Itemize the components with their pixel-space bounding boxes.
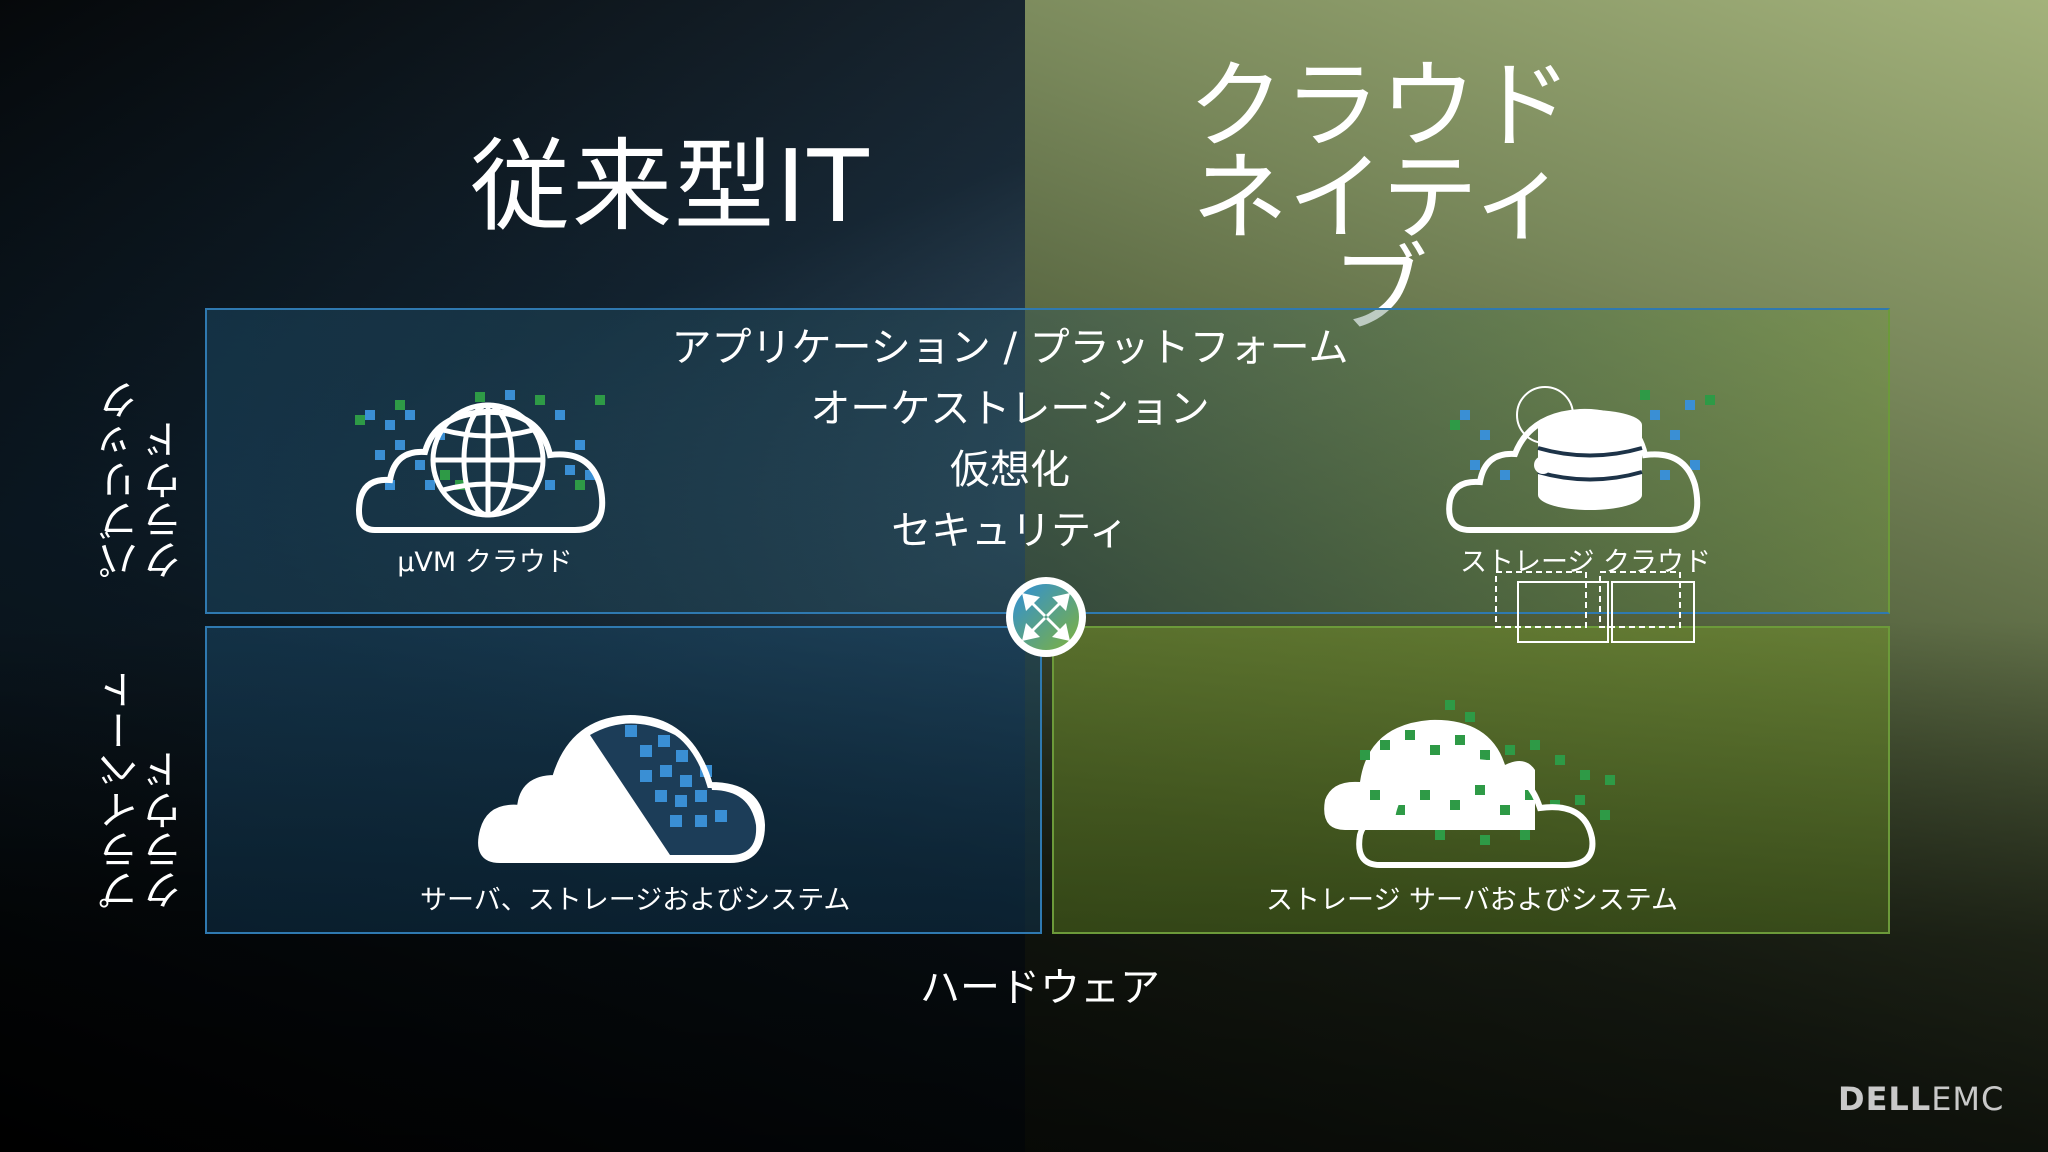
dell-emc-logo: DELLEMC (1838, 1080, 2004, 1118)
tile-label-uvm-cloud: µVM クラウド (397, 547, 573, 578)
stack-item-security: セキュリティ (891, 508, 1129, 554)
title-cloud-native-line2: ネイティブ (1191, 142, 1569, 346)
stack-item-app-platform: アプリケーション / プラットフォーム (671, 325, 1349, 371)
logo-dell: DELL (1838, 1080, 1932, 1118)
globe-cloud-icon (355, 390, 606, 533)
row-label-public-line1: パブリック (99, 380, 145, 580)
stack-item-orchestration: オーケストレーション (810, 386, 1210, 432)
hardware-label: ハードウェア (920, 965, 1160, 1011)
row-label-public-cloud: パブリック クラウド (99, 360, 189, 580)
row-label-private-line1: プライベート (99, 670, 145, 910)
row-label-public-line2: クラウド (143, 420, 189, 580)
stack-item-virtualization: 仮想化 (950, 447, 1070, 493)
software-stack-list: アプリケーション / プラットフォーム オーケストレーション 仮想化 セキュリテ… (600, 318, 1420, 562)
database-cloud-icon (1446, 386, 1715, 533)
title-cloud-native-line1: クラウド (1188, 50, 1572, 162)
dashed-frames-icon (1495, 571, 1695, 643)
title-cloud-native: クラウド ネイティブ (1170, 50, 1590, 346)
row-label-private-cloud: プライベート クラウド (99, 660, 189, 910)
logo-emc: EMC (1931, 1080, 2005, 1118)
cloud-icon (478, 714, 766, 863)
tile-label-servers-storage-systems: サーバ、ストレージおよびシステム (420, 885, 851, 916)
arrows-connector-icon (1006, 577, 1086, 657)
row-label-private-line2: クラウド (143, 750, 189, 910)
tile-label-storage-servers-systems: ストレージ サーバおよびシステム (1266, 885, 1678, 916)
title-traditional-it: 従来型IT (470, 128, 871, 245)
double-cloud-icon (1324, 700, 1615, 868)
